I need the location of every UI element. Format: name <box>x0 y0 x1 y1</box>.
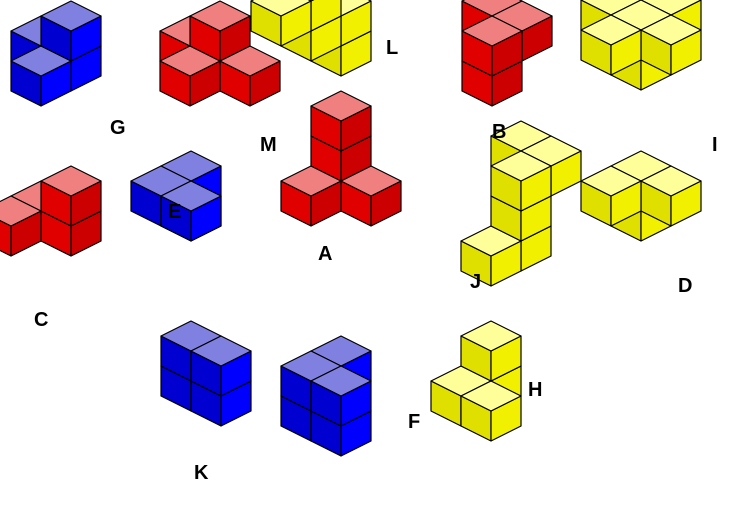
label-piece-f: F <box>408 411 421 433</box>
piece-h <box>430 320 522 442</box>
cube <box>310 365 372 427</box>
label-piece-j: J <box>470 271 482 293</box>
cube <box>490 150 552 212</box>
cube-top-face <box>490 150 552 182</box>
cube-top-face <box>40 0 102 32</box>
cube-top-face <box>190 335 252 367</box>
cube <box>40 0 102 62</box>
cube <box>461 15 523 77</box>
piece-j <box>460 120 582 287</box>
cube-top-face <box>310 90 372 122</box>
label-piece-d: D <box>678 275 693 297</box>
piece-c <box>0 165 102 257</box>
piece-m <box>159 0 281 107</box>
piece-k <box>160 320 252 427</box>
cube-top-face <box>250 0 312 17</box>
piece-d <box>580 150 702 242</box>
label-piece-i: I <box>712 134 718 156</box>
cube-top-face <box>0 195 42 227</box>
cube-top-face <box>461 15 523 47</box>
piece-e <box>130 150 222 242</box>
cube <box>190 335 252 397</box>
label-piece-e: E <box>168 201 182 223</box>
cube <box>159 45 221 107</box>
cube-top-face <box>310 365 372 397</box>
cube-top-face <box>160 180 222 212</box>
cube <box>10 45 72 107</box>
label-piece-c: C <box>34 309 49 331</box>
cube <box>460 380 522 442</box>
cube <box>640 165 702 227</box>
piece-b <box>461 0 553 107</box>
label-piece-a: A <box>318 243 333 265</box>
cube <box>310 90 372 152</box>
cube <box>189 0 251 62</box>
cube <box>250 0 312 47</box>
piece-g <box>10 0 102 107</box>
label-piece-k: K <box>194 462 209 484</box>
cube-top-face <box>640 14 702 46</box>
label-piece-g: G <box>110 117 126 139</box>
cube <box>0 195 42 257</box>
cube <box>460 320 522 382</box>
cube <box>580 14 642 76</box>
piece-a <box>280 90 402 227</box>
label-piece-b: B <box>492 121 507 143</box>
label-piece-h: H <box>528 379 543 401</box>
cube <box>580 165 642 227</box>
label-piece-l: L <box>386 37 399 59</box>
cube <box>160 180 222 242</box>
cube-top-face <box>580 165 642 197</box>
cube-top-face <box>640 165 702 197</box>
cube-top-face <box>189 0 251 32</box>
piece-l <box>250 0 372 77</box>
label-piece-m: M <box>260 134 277 156</box>
cube-top-face <box>580 14 642 46</box>
cube-top-face <box>40 165 102 197</box>
cube-top-face <box>460 320 522 352</box>
piece-i <box>580 0 702 91</box>
cube <box>40 165 102 227</box>
cube-top-face <box>460 380 522 412</box>
piece-f <box>280 335 372 457</box>
